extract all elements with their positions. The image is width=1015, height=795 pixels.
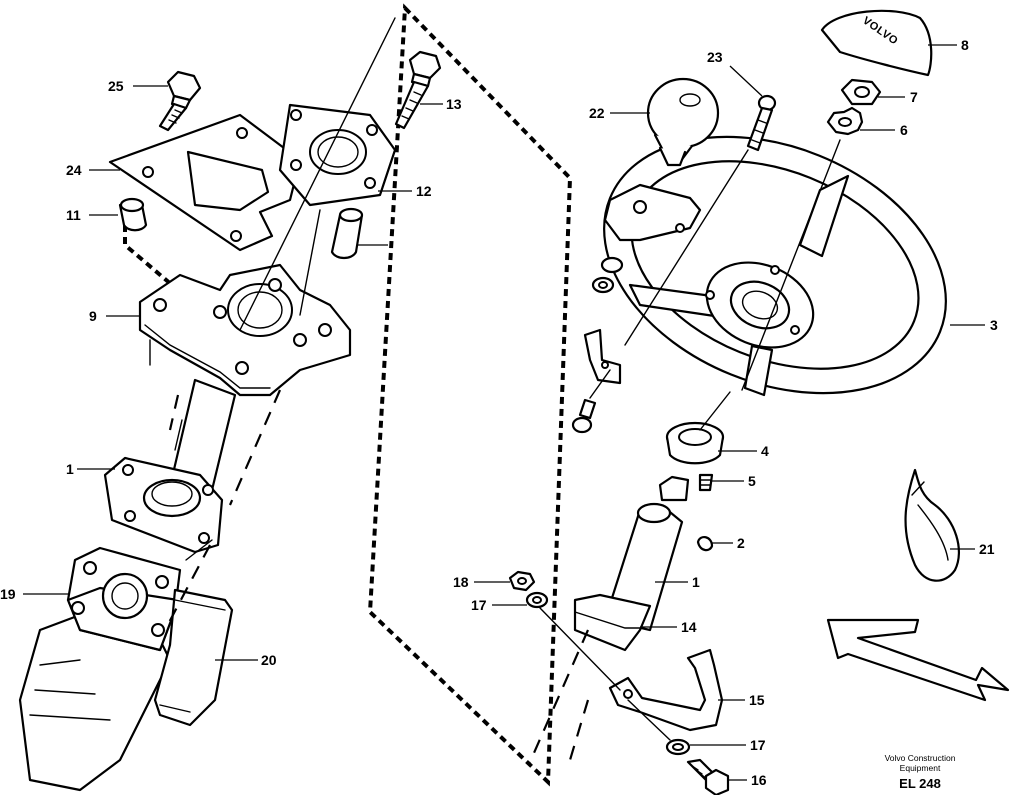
label-1-left: 1	[66, 461, 74, 477]
wheel-clip	[583, 328, 622, 385]
axis-line-right-7	[568, 699, 590, 761]
label-15: 15	[749, 692, 765, 708]
axis-line-right-3	[589, 369, 611, 399]
forward-arrow	[826, 618, 1010, 702]
footer-company-line2: Equipment	[900, 763, 941, 773]
nut-7	[840, 78, 882, 106]
knob-bracket	[603, 183, 702, 242]
label-9: 9	[89, 308, 97, 324]
bolt-25	[158, 70, 202, 132]
label-2: 2	[737, 535, 745, 551]
cable-tie-21	[904, 468, 960, 582]
label-13: 13	[446, 96, 462, 112]
axis-line-left-4	[185, 539, 213, 561]
axis-line-left-2	[299, 209, 321, 316]
label-20: 20	[261, 652, 277, 668]
label-12: 12	[416, 183, 432, 199]
label-14: 14	[681, 619, 697, 635]
washer-lock-bracket	[591, 256, 624, 294]
horn-cap-8: VOLVO	[820, 9, 933, 77]
axis-line-left-1	[239, 17, 396, 331]
screw-5	[698, 473, 714, 492]
hub-4	[665, 421, 725, 465]
key-2	[696, 536, 714, 552]
clamp-15	[608, 648, 724, 732]
label-18: 18	[453, 574, 469, 590]
footer-company-line1: Volvo Construction	[885, 753, 956, 763]
label-4: 4	[761, 443, 769, 459]
washer-17-bottom	[665, 738, 691, 756]
label-3: 3	[990, 317, 998, 333]
label-1-right: 1	[692, 574, 700, 590]
assembly-boundary	[367, 3, 573, 787]
axis-line-right-4	[539, 607, 621, 691]
gasket-plate-24	[108, 113, 302, 252]
axis-line-left-5	[164, 389, 282, 631]
flange-plate-12	[278, 103, 397, 207]
label-5: 5	[748, 473, 756, 489]
bracket-9	[138, 263, 352, 397]
axis-line-right-6	[528, 629, 590, 763]
guide-dash-left	[123, 225, 174, 287]
wheel-screw	[571, 398, 597, 434]
axis-line-right-8	[699, 391, 731, 431]
label-23: 23	[707, 49, 723, 65]
flange-1-left	[103, 456, 224, 554]
spacer-11	[118, 197, 148, 232]
leader-lines	[23, 44, 985, 781]
washer-17-top	[525, 591, 549, 609]
label-7: 7	[910, 89, 918, 105]
axis-line-right-5	[627, 699, 671, 741]
nut-18	[508, 570, 536, 592]
label-21: 21	[979, 541, 995, 557]
axis-line-right-2	[624, 149, 749, 346]
label-25: 25	[108, 78, 124, 94]
steering-valve-19	[18, 546, 182, 792]
label-16: 16	[751, 772, 767, 788]
lock-washer-6	[826, 106, 864, 136]
axis-line-left-6	[168, 394, 180, 431]
bush-14	[573, 593, 652, 652]
label-17-bottom: 17	[750, 737, 766, 753]
bolt-13	[394, 50, 442, 130]
steering-wheel-3	[603, 135, 947, 397]
label-17-top: 17	[471, 597, 487, 613]
label-8: 8	[961, 37, 969, 53]
spacer-12	[330, 207, 364, 260]
axis-line-right-1	[741, 139, 841, 391]
footer-drawing-code: EL 248	[899, 776, 941, 791]
label-22: 22	[589, 105, 605, 121]
valve-cover-20	[153, 588, 234, 727]
spinner-knob-22	[646, 77, 720, 167]
label-19: 19	[0, 586, 16, 602]
bolt-16	[686, 758, 730, 795]
label-24: 24	[66, 162, 82, 178]
label-11: 11	[66, 207, 81, 223]
screw-23	[746, 94, 777, 152]
label-6: 6	[900, 122, 908, 138]
